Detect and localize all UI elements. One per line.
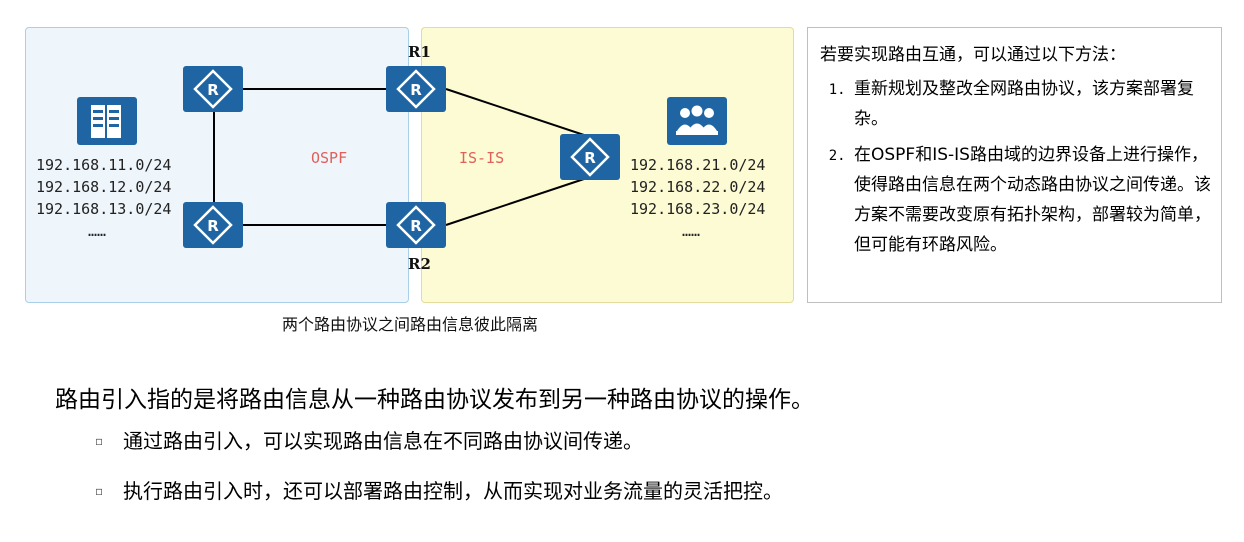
bullet-square-icon: ▫ xyxy=(95,484,104,498)
router-icon: R xyxy=(193,205,233,245)
notes-title: 若要实现路由互通，可以通过以下方法： xyxy=(820,45,1126,65)
network-item: 192.168.22.0/24 xyxy=(630,178,766,196)
server-icon xyxy=(77,97,137,145)
network-ellipsis: …… xyxy=(88,222,107,240)
router-r1[interactable]: R xyxy=(386,66,446,112)
router-ospf-top-left[interactable]: R xyxy=(183,66,243,112)
link-r2-isis xyxy=(445,176,591,226)
bullet-item: ▫ 通过路由引入，可以实现路由信息在不同路由协议间传递。 xyxy=(95,428,783,454)
link-r1-isis xyxy=(445,88,591,138)
notes-list: 重新规划及整改全网路由协议，该方案部署复杂。 在OSPF和IS-IS路由域的边界… xyxy=(820,74,1211,260)
isis-label: IS-IS xyxy=(459,149,505,167)
bullet-text: 通过路由引入，可以实现路由信息在不同路由协议间传递。 xyxy=(123,429,643,453)
diagram-caption: 两个路由协议之间路由信息彼此隔离 xyxy=(282,315,539,334)
svg-text:R: R xyxy=(584,149,596,167)
svg-text:R: R xyxy=(410,81,422,99)
svg-text:R: R xyxy=(207,217,219,235)
network-item: 192.168.12.0/24 xyxy=(36,178,172,196)
network-item: 192.168.21.0/24 xyxy=(630,156,766,174)
r1-label: R1 xyxy=(408,43,431,61)
router-ospf-bottom-left[interactable]: R xyxy=(183,202,243,248)
notes-item: 重新规划及整改全网路由协议，该方案部署复杂。 xyxy=(854,74,1211,134)
network-item: 192.168.23.0/24 xyxy=(630,200,766,218)
left-network-list: 192.168.11.0/24 192.168.12.0/24 192.168.… xyxy=(36,154,171,242)
notes-panel: 若要实现路由互通，可以通过以下方法： 重新规划及整改全网路由协议，该方案部署复杂… xyxy=(807,27,1222,303)
r2-label: R2 xyxy=(408,255,431,273)
bullet-list: ▫ 通过路由引入，可以实现路由信息在不同路由协议间传递。 ▫ 执行路由引入时，还… xyxy=(95,428,783,528)
svg-text:R: R xyxy=(410,217,422,235)
network-item: 192.168.11.0/24 xyxy=(36,156,172,174)
network-item: 192.168.13.0/24 xyxy=(36,200,172,218)
right-network-list: 192.168.21.0/24 192.168.22.0/24 192.168.… xyxy=(630,154,765,242)
router-icon: R xyxy=(396,205,436,245)
bullet-text: 执行路由引入时，还可以部署路由控制，从而实现对业务流量的灵活把控。 xyxy=(123,479,783,503)
network-ellipsis: …… xyxy=(682,222,701,240)
router-icon: R xyxy=(396,69,436,109)
bullet-square-icon: ▫ xyxy=(95,434,104,448)
router-isis-core[interactable]: R xyxy=(560,134,620,180)
ospf-label: OSPF xyxy=(311,149,348,167)
router-icon: R xyxy=(570,137,610,177)
svg-text:R: R xyxy=(207,81,219,99)
router-icon: R xyxy=(193,69,233,109)
notes-item: 在OSPF和IS-IS路由域的边界设备上进行操作，使得路由信息在两个动态路由协议… xyxy=(854,140,1211,260)
router-r2[interactable]: R xyxy=(386,202,446,248)
bullet-item: ▫ 执行路由引入时，还可以部署路由控制，从而实现对业务流量的灵活把控。 xyxy=(95,478,783,504)
main-statement: 路由引入指的是将路由信息从一种路由协议发布到另一种路由协议的操作。 xyxy=(55,387,814,413)
users-icon xyxy=(667,97,727,145)
